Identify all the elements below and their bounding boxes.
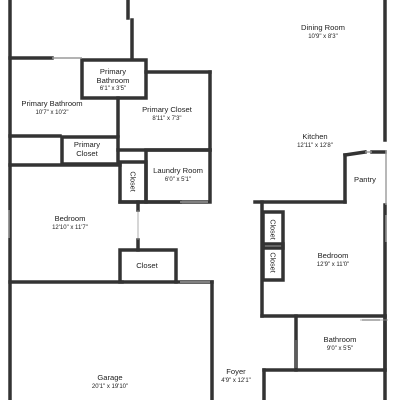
room-dims: 12'10" x 11'7" bbox=[52, 224, 88, 231]
room-dims: 6'1" x 3'5" bbox=[99, 86, 127, 93]
room-dims: 20'1" x 19'10" bbox=[91, 383, 129, 390]
primary-bath-small-label: Primary Bathroom 6'1" x 3'5" bbox=[83, 67, 143, 93]
laundry-label: Laundry Room 6'0" x 5'1" bbox=[153, 166, 203, 184]
closet-right-bottom-label: Closet bbox=[268, 252, 278, 273]
room-name: Closet bbox=[136, 261, 158, 270]
windows bbox=[8, 57, 387, 321]
room-name: Garage bbox=[97, 373, 123, 382]
primary-bath-label: Primary Bathroom 10'7" x 10'2" bbox=[21, 99, 83, 117]
room-name: Kitchen bbox=[302, 132, 328, 141]
closet-left-label: Closet bbox=[136, 261, 158, 271]
primary-closet-label: Primary Closet 8'11" x 7'3" bbox=[142, 105, 192, 123]
closet-right-top-label: Closet bbox=[268, 219, 278, 240]
bathroom-label: Bathroom 9'0" x 5'5" bbox=[323, 335, 357, 353]
kitchen-label: Kitchen 12'11" x 12'8" bbox=[297, 132, 333, 150]
room-dims: 6'0" x 5'1" bbox=[164, 176, 192, 183]
room-name: Foyer bbox=[226, 367, 246, 376]
room-name: Dining Room bbox=[301, 23, 345, 32]
room-name: Bedroom bbox=[317, 251, 349, 260]
room-name: Bathroom bbox=[323, 335, 357, 344]
room-name: Laundry Room bbox=[153, 166, 203, 175]
primary-closet-small-label: Primary Closet bbox=[67, 140, 107, 158]
closet-vertical-label: Closet bbox=[128, 171, 138, 192]
room-name: Primary Bathroom bbox=[96, 67, 130, 85]
dining-room-label: Dining Room 10'9" x 8'3" bbox=[301, 23, 345, 41]
room-dims: 8'11" x 7'3" bbox=[152, 115, 182, 122]
foyer-label: Foyer 4'9" x 12'1" bbox=[221, 367, 251, 385]
door-arcs bbox=[137, 210, 388, 368]
closet-right-top-box bbox=[261, 210, 285, 250]
closet-right-bottom-box bbox=[261, 242, 285, 282]
garage-label: Garage 20'1" x 19'10" bbox=[91, 373, 129, 391]
room-dims: 9'0" x 5'5" bbox=[326, 345, 354, 352]
room-dims: 10'7" x 10'2" bbox=[35, 109, 69, 116]
room-name: Primary Closet bbox=[142, 105, 192, 114]
room-dims: 12'11" x 12'8" bbox=[297, 142, 333, 149]
room-dims: 10'9" x 8'3" bbox=[308, 33, 338, 40]
bedroom-right-label: Bedroom 12'9" x 11'0" bbox=[316, 251, 350, 269]
room-dims: 4'9" x 12'1" bbox=[221, 377, 251, 384]
bedroom-left-label: Bedroom 12'10" x 11'7" bbox=[52, 214, 88, 232]
pantry-label: Pantry bbox=[354, 175, 376, 185]
room-dims: 12'9" x 11'0" bbox=[316, 261, 350, 268]
room-name: Primary Bathroom bbox=[21, 99, 83, 108]
room-name: Bedroom bbox=[54, 214, 86, 223]
room-name: Pantry bbox=[354, 175, 376, 184]
closet-left-box bbox=[118, 248, 178, 284]
primary-bath-small-box bbox=[80, 58, 148, 100]
room-name: Primary Closet bbox=[73, 140, 101, 158]
